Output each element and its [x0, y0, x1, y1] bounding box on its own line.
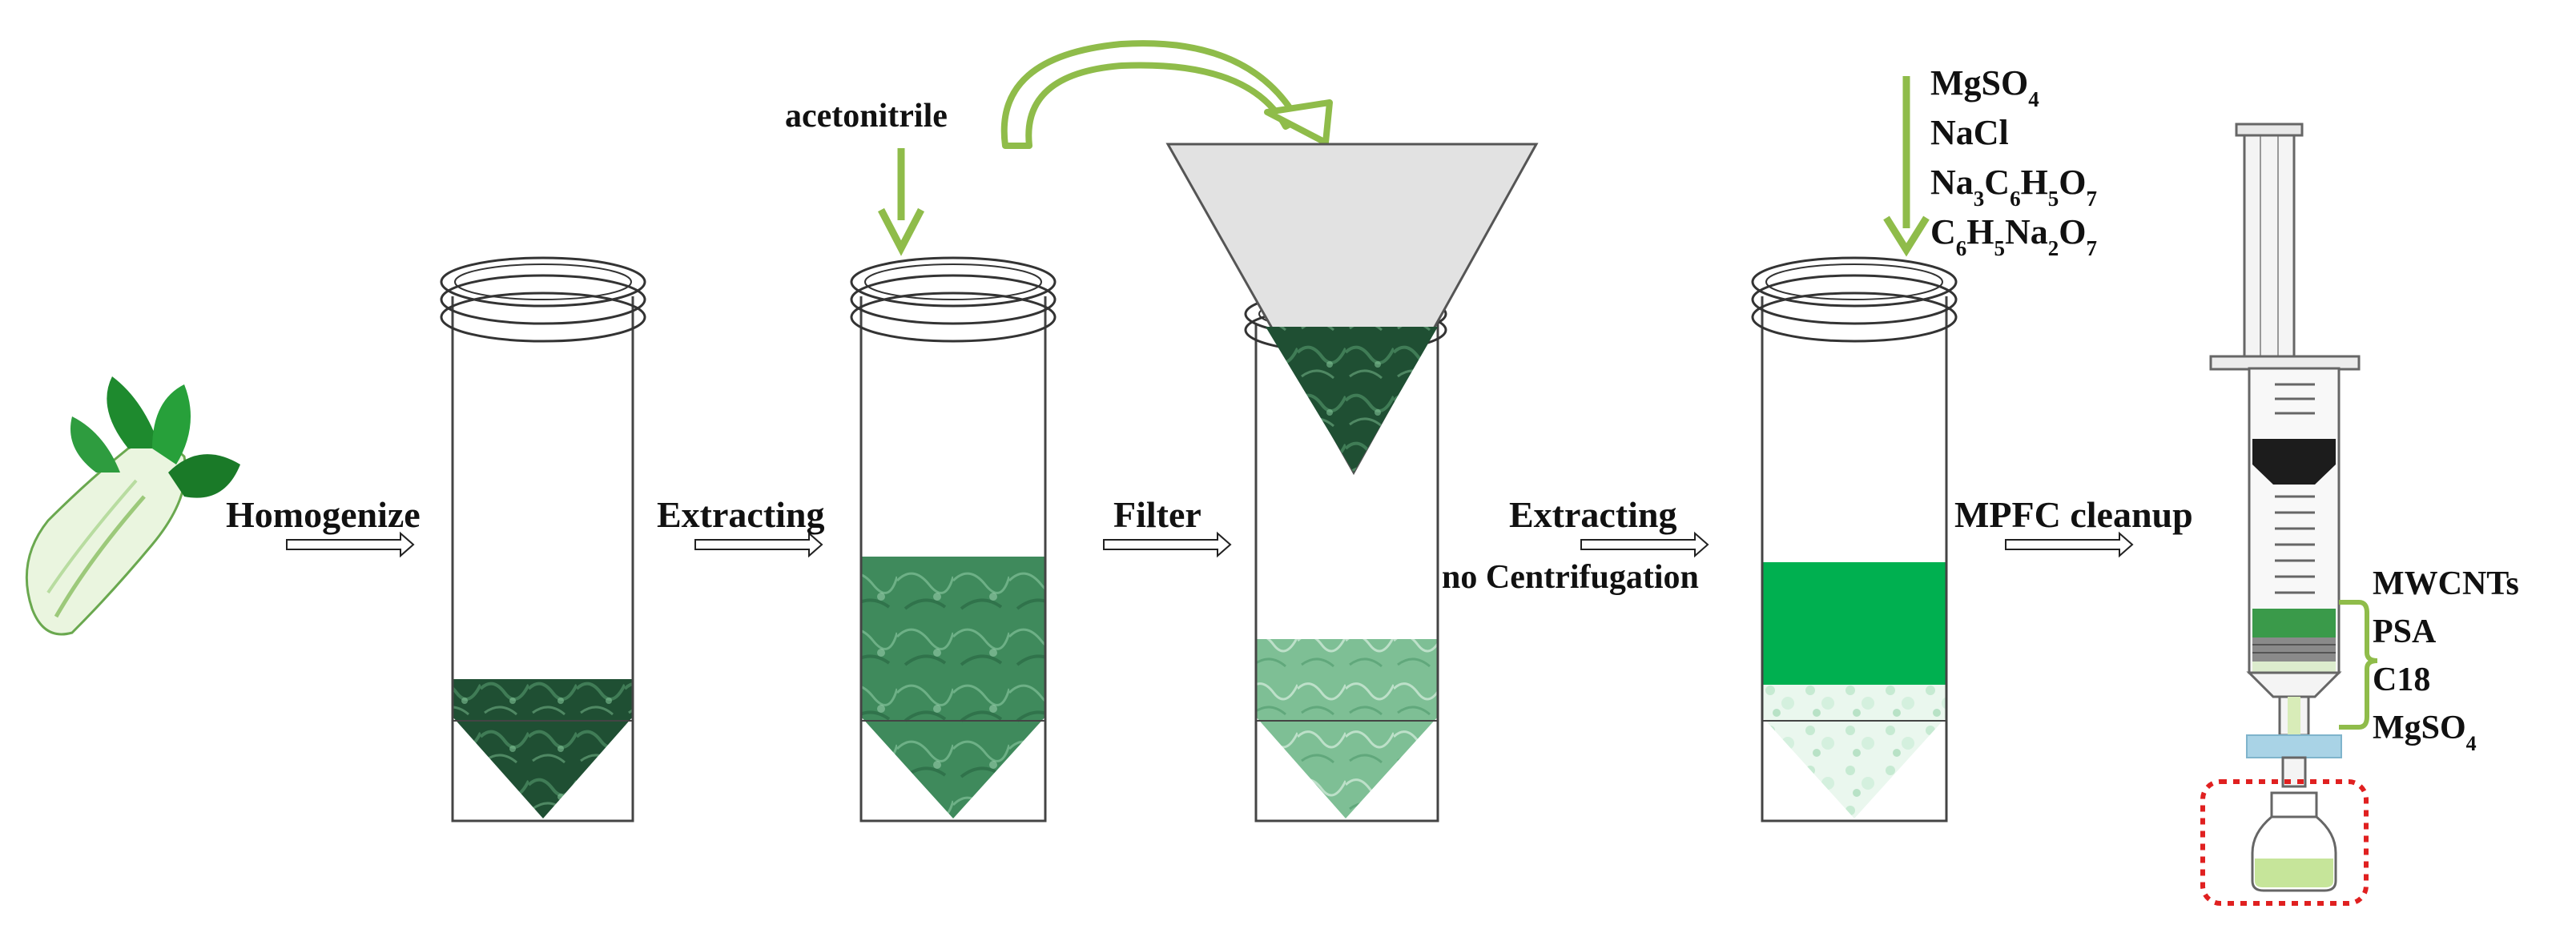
salt-label-2: Na3C6H5O7: [1930, 163, 2097, 211]
arrow-filter: [1103, 531, 1232, 558]
vial-extract: [2255, 859, 2333, 887]
label-filter: Filter: [1113, 494, 1201, 535]
label-extracting-2: Extracting: [1509, 494, 1677, 535]
dotted-highlight-box: [2200, 779, 2369, 906]
filter-cap: [2246, 734, 2342, 758]
salt-label-1: NaCl: [1930, 113, 2009, 152]
arrow-mpfc: [2005, 531, 2134, 558]
tube-4: [1751, 256, 1958, 822]
label-no-centrifugation: no Centrifugation: [1442, 559, 1699, 596]
sorbent-mwcnts-layer: [2252, 609, 2336, 637]
bok-choy-icon: [25, 376, 240, 636]
label-extracting-1: Extracting: [657, 494, 825, 535]
transfer-curved-arrow: [1000, 40, 1333, 149]
tube-4-extract-layer: [1762, 562, 1946, 685]
arrow-homogenize: [286, 531, 415, 558]
filter-funnel: [1165, 143, 1539, 476]
label-mpfc-cleanup: MPFC cleanup: [1954, 494, 2193, 535]
tube-1: [440, 256, 646, 822]
mpfc-syringe: [2209, 123, 2361, 788]
tube-1-sample: [453, 679, 633, 818]
tube-4-lower-phase: [1762, 685, 1946, 818]
step-arrows: [286, 531, 2134, 558]
sorbent-bracket: [2339, 600, 2378, 730]
tube-2-sample: [861, 557, 1045, 818]
salt-label-0: MgSO4: [1930, 63, 2039, 111]
tube-2: [850, 256, 1057, 822]
acetonitrile-arrow: [878, 148, 924, 256]
salts-arrow: [1883, 76, 1930, 257]
arrow-extracting-2: [1580, 531, 1709, 558]
sorbent-label-0: MWCNTs: [2373, 565, 2519, 602]
tube-3-filtrate: [1256, 639, 1438, 818]
label-homogenize: Homogenize: [226, 494, 421, 535]
funnel-residue: [1266, 327, 1438, 473]
sorbent-label-2: C18: [2373, 662, 2430, 698]
sorbent-mixed-layer: [2252, 637, 2336, 662]
plunger-head: [2252, 439, 2336, 485]
arrow-extracting-1: [694, 531, 823, 558]
sorbent-label-1: PSA: [2373, 613, 2437, 650]
salt-label-3: C6H5Na2O7: [1930, 212, 2097, 260]
sorbent-label-3: MgSO4: [2373, 710, 2477, 755]
collection-vial: [2200, 779, 2369, 906]
label-acetonitrile: acetonitrile: [785, 98, 948, 135]
